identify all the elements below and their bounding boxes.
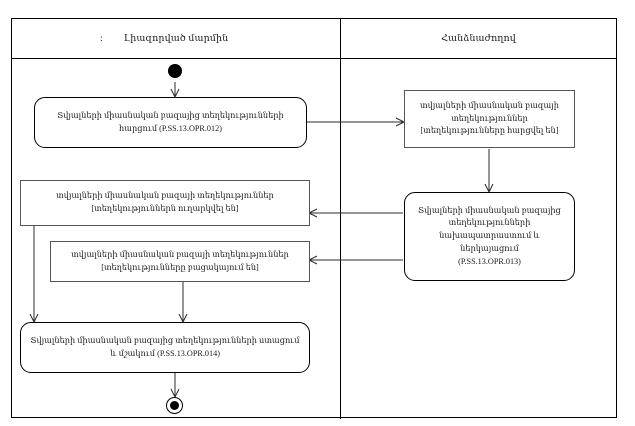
lane-header-authorized-body: : Լիազորված մարմին — [12, 19, 340, 58]
lane-divider — [340, 19, 341, 419]
action-prepare-and-submit-label: Տվյալների միասնական բազայից տեղեկություն… — [418, 205, 561, 266]
lane-title-text-commission: Հանձնաժողով — [441, 34, 516, 44]
object-node-information-missing-label: տվյալների միասնական բազայի տեղեկությունն… — [71, 249, 289, 272]
action-prepare-and-submit[interactable]: Տվյալների միասնական բազայից տեղեկություն… — [404, 192, 575, 281]
object-node-requested-information[interactable]: տվյալների միասնական բազայի տեղեկությունն… — [404, 90, 575, 148]
action-request-information[interactable]: Տվյալների միասնական բազայից տեղեկություն… — [34, 97, 307, 148]
lane-header-commission: Հանձնաժողով — [341, 19, 616, 58]
action-receive-and-process[interactable]: Տվյալների միասնական բազայից տեղեկություն… — [20, 322, 310, 373]
header-divider — [12, 58, 616, 59]
lane-colon-prefix: : — [100, 33, 103, 44]
object-node-information-sent[interactable]: տվյալների միասնական բազայի տեղեկությունն… — [20, 180, 310, 226]
lane-title-text-authorized-body: Լիազորված մարմին — [123, 34, 229, 44]
object-node-requested-information-label: տվյալների միասնական բազայի տեղեկությունն… — [419, 100, 560, 136]
initial-node — [168, 64, 182, 78]
action-request-information-label: Տվյալների միասնական բազայից տեղեկություն… — [57, 110, 284, 133]
object-node-information-sent-label: տվյալների միասնական բազայի տեղեկությունն… — [56, 191, 274, 213]
final-node — [166, 397, 183, 414]
action-receive-and-process-label: Տվյալների միասնական բազայից տեղեկություն… — [30, 335, 300, 358]
swimlane-frame: : Լիազորված մարմին Հանձնաժողով — [11, 18, 617, 419]
object-node-information-missing[interactable]: տվյալների միասնական բազայի տեղեկությունն… — [50, 241, 310, 282]
